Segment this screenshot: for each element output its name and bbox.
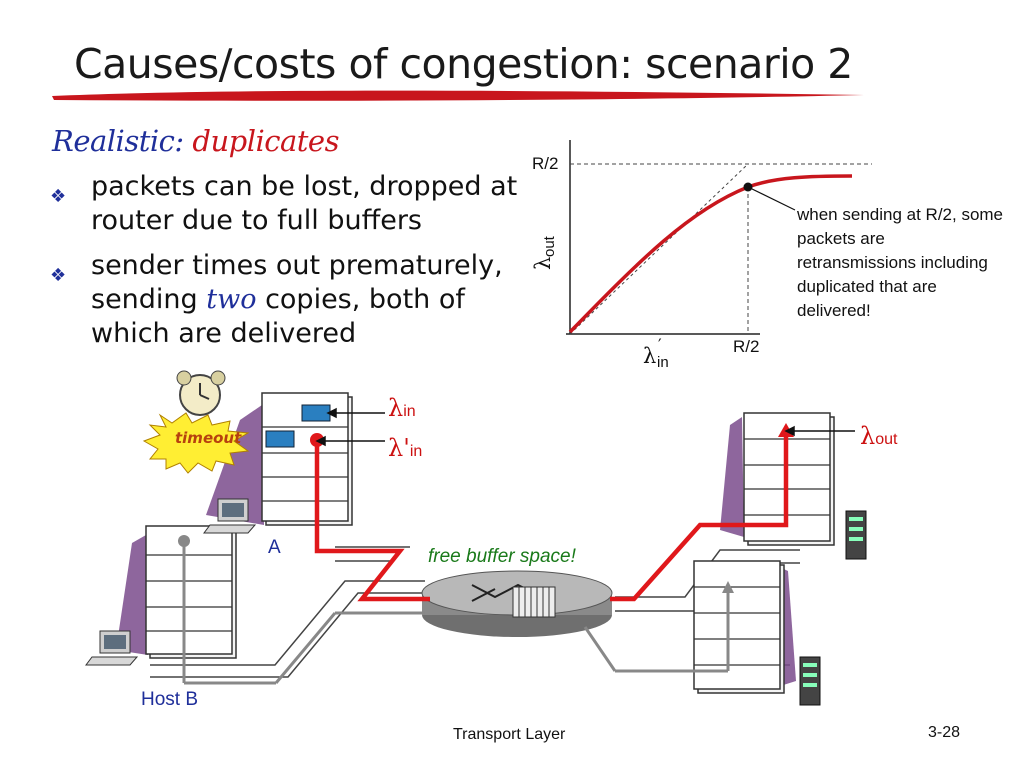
bullet-text-2: sender times out prematurely, sending tw… [91,249,521,351]
bullet-text-1: packets can be lost, dropped at router d… [91,171,518,236]
bullet-item-2: ❖ sender times out prematurely, sending … [50,249,520,351]
svg-text:in: in [657,354,669,371]
slide-title: Causes/costs of congestion: scenario 2 [74,40,853,88]
footer-topic: Transport Layer [453,726,566,743]
subtitle-realistic: Realistic: [52,124,184,158]
svg-text:out: out [541,235,558,257]
ideal-diagonal-guide [569,163,749,335]
lambda-in-prime-label: λ'in [388,434,422,462]
svg-text:λ: λ [643,344,656,368]
lambda-in-sub: in [403,403,416,420]
bullet-text-2-b: copies, both of which are delivered [91,284,465,349]
timeout-burst [142,412,250,474]
lambda-in-symbol: λ [388,394,404,422]
diamond-bullet-icon: ❖ [50,186,67,207]
lambda-in-prime-sub: in [409,443,423,460]
bullet-text-2-a: sender times out prematurely, sending [91,250,503,315]
subtitle-duplicates: duplicates [192,124,339,158]
x-axis-label: λ ′ in [643,335,669,371]
y-axis-label: λ out [531,235,558,270]
host-b-buffer [116,525,425,685]
y-tick-r2: R/2 [532,154,558,173]
lambda-out-sub: out [875,431,898,448]
bullet-item-1: ❖ packets can be lost, dropped at router… [50,170,520,240]
packet-retransmit [265,430,295,448]
lambda-out-symbol: λ [860,422,876,450]
free-buffer-label: free buffer space! [428,546,576,567]
lambda-in-label: λin [388,394,416,422]
svg-text:λ: λ [531,257,555,270]
computer-icon [85,630,139,666]
throughput-graph: R/2 R/2 λ out λ ′ in [531,140,872,371]
router [421,570,613,637]
lambda-out-label: λout [860,422,897,450]
network-diagram [85,370,867,706]
graph-annotation: when sending at R/2, some packets are re… [797,205,1004,320]
alarm-clock-icon [176,370,226,416]
timeout-label: timeout [175,429,242,447]
label-arrows [315,407,855,447]
lambda-in-prime-symbol: λ' [388,434,410,462]
packet-in [301,404,331,422]
packet-path [310,423,794,602]
server-icon [845,510,867,560]
receiver-buffer-2 [583,560,796,694]
server-icon [799,656,821,706]
bullet-text-2-em: two [206,284,257,315]
svg-text:′: ′ [658,335,662,354]
page-number: 3-28 [928,724,961,741]
throughput-curve [568,174,853,334]
host-b-label: Host B [141,689,199,710]
title-underline [52,90,864,101]
subtitle: Realistic: duplicates [52,124,339,158]
host-a-label: A [268,537,281,558]
x-tick-r2: R/2 [733,337,759,356]
annotation-pointer [747,186,796,211]
diamond-bullet-icon: ❖ [50,265,67,286]
computer-icon [203,498,257,534]
